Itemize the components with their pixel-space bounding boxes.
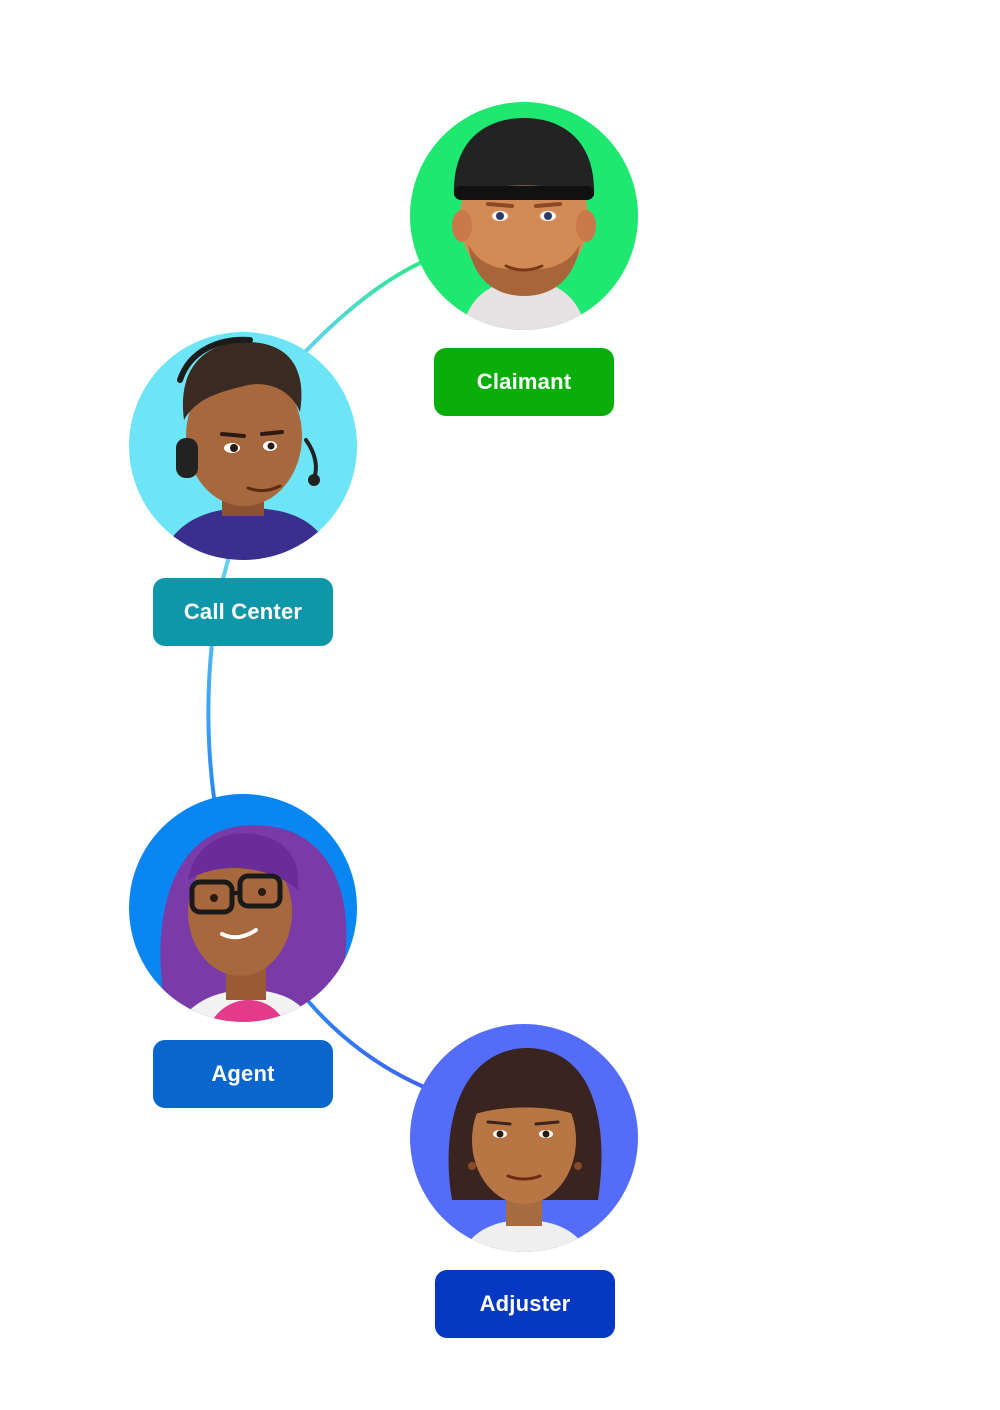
claimant-avatar	[410, 102, 638, 330]
agent-label-text: Agent	[211, 1061, 275, 1086]
call-center-label-text: Call Center	[183, 599, 303, 624]
claimant-label: Claimant	[434, 348, 614, 416]
man-with-cap-avatar-icon	[452, 118, 596, 330]
adjuster-avatar	[410, 1024, 638, 1252]
claimant-label-text: Claimant	[476, 369, 572, 394]
connector-call-center-to-claimant	[303, 261, 422, 354]
adjuster-label-text: Adjuster	[479, 1291, 571, 1316]
adjuster-label: Adjuster	[435, 1270, 615, 1338]
woman-with-glasses-avatar-icon	[160, 825, 347, 1022]
agent-label: Agent	[153, 1040, 333, 1108]
agent-avatar	[129, 794, 357, 1022]
call-center-avatar	[129, 332, 357, 560]
call-center-label: Call Center	[153, 578, 333, 646]
connector-agent-to-adjuster	[306, 999, 426, 1089]
